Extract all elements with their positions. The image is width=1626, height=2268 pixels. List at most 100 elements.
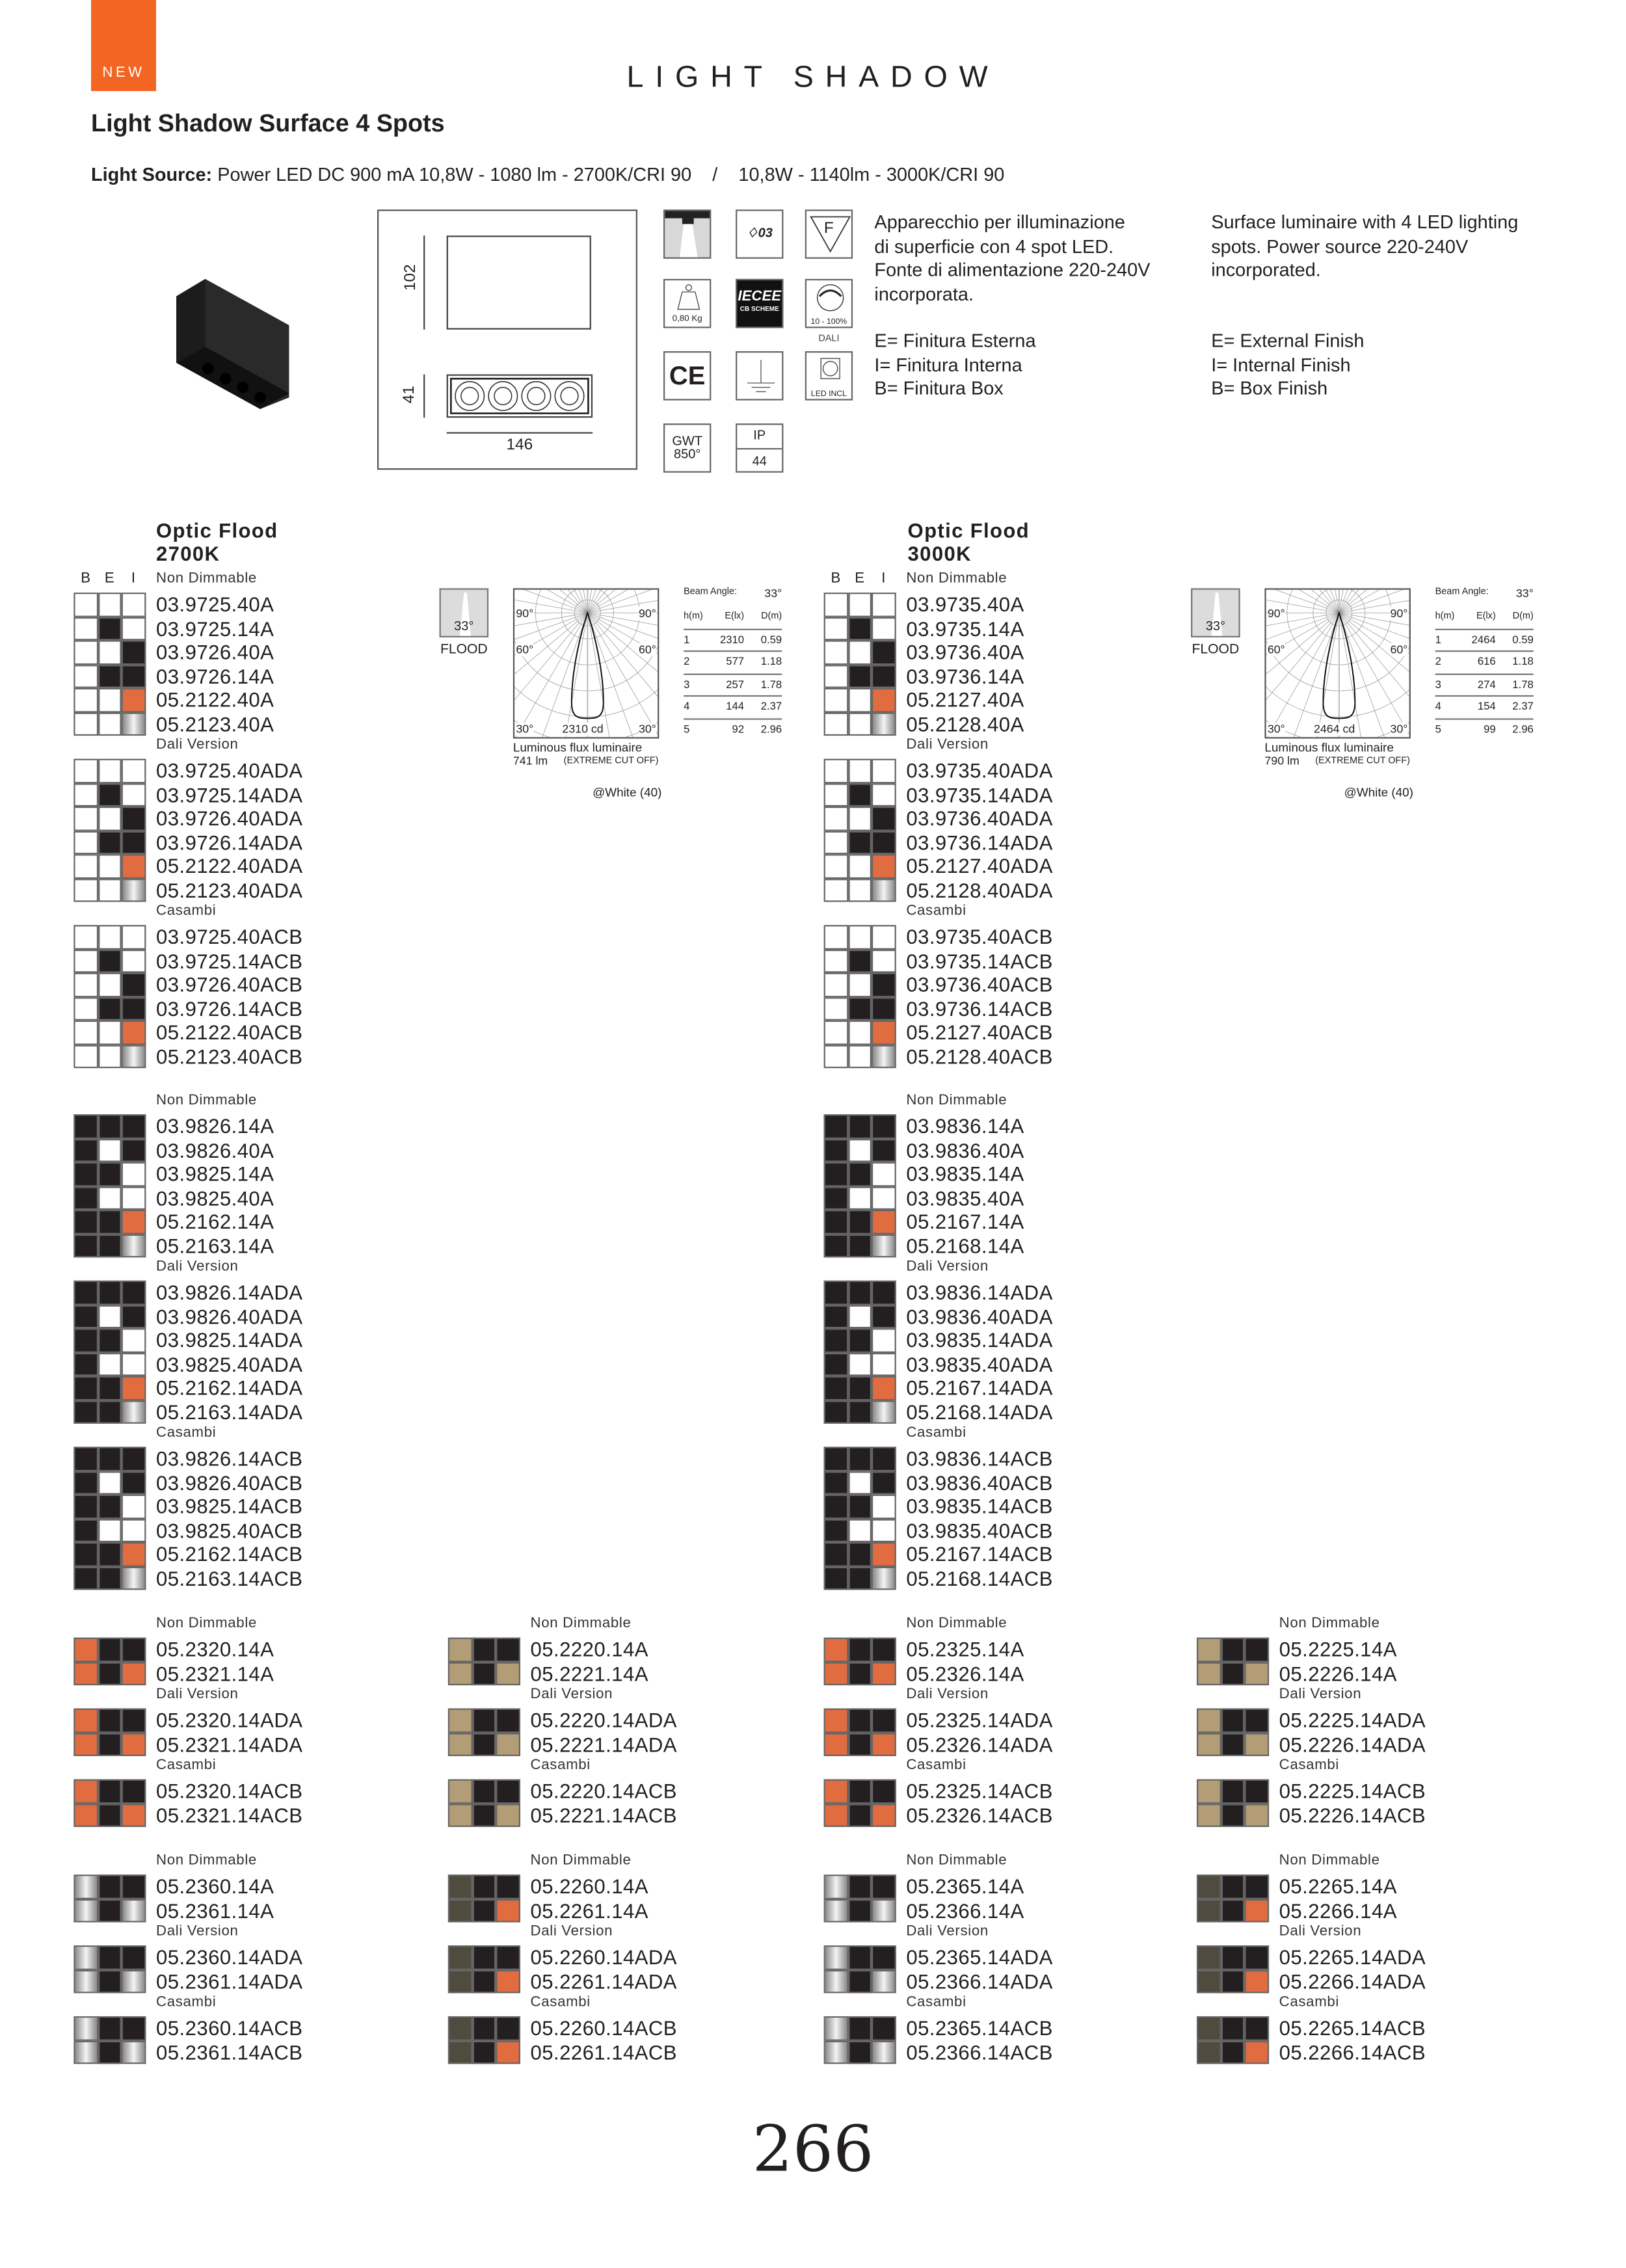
version-label: Dali Version <box>906 1259 989 1275</box>
finish-swatch <box>472 1969 496 1994</box>
product-row: 05.2325.14A <box>823 1637 1156 1662</box>
product-code: 05.2326.14ACB <box>906 1803 1053 1826</box>
product-code: 05.2320.14A <box>155 1637 274 1661</box>
version-label: Dali Version <box>155 737 239 753</box>
version-label: Non Dimmable <box>906 570 1007 587</box>
finish-swatch <box>847 1209 872 1234</box>
product-code: 03.9726.14ADA <box>155 830 303 854</box>
version-label: Non Dimmable <box>530 1852 632 1869</box>
ce-icon: CE <box>663 351 712 401</box>
polar-angle-label: 90° <box>638 607 656 620</box>
finish-swatch <box>121 877 146 902</box>
column-header: D(m) <box>761 611 782 622</box>
polar-spoke <box>1266 600 1339 613</box>
product-code: 05.2325.14ACB <box>906 1779 1053 1803</box>
finish-swatch <box>847 1969 872 1994</box>
finish-swatch <box>847 758 872 783</box>
product-code: 03.9726.14ACB <box>155 996 303 1020</box>
finish-swatch <box>1196 1779 1221 1804</box>
finish-swatch <box>823 1352 848 1376</box>
finish-swatch <box>847 1945 872 1969</box>
finish-swatch <box>847 1732 872 1756</box>
finish-swatch <box>871 1803 896 1827</box>
polar-spoke <box>1339 612 1409 639</box>
product-code: 03.9825.14A <box>155 1162 274 1186</box>
finish-swatch <box>871 1898 896 1923</box>
polar-spoke <box>514 612 588 656</box>
finish-swatch <box>447 1732 472 1756</box>
finish-swatch <box>823 1400 848 1424</box>
finish-swatch <box>823 664 848 688</box>
polar-spoke <box>587 613 610 738</box>
finish-swatch <box>73 758 98 783</box>
beam-type-icon <box>663 209 712 259</box>
column-header: h(m) <box>684 611 703 622</box>
finish-swatch <box>847 1518 872 1543</box>
version-label: Non Dimmable <box>155 1616 257 1632</box>
product-row: 03.9825.40ADA <box>73 1352 406 1376</box>
ip-label: IP <box>737 425 782 450</box>
polar-spoke <box>514 612 588 626</box>
version-label: Non Dimmable <box>1279 1852 1380 1869</box>
product-code: 05.2123.40ACB <box>155 1044 303 1068</box>
product-code: 03.9836.14A <box>906 1114 1024 1138</box>
product-row: 03.9726.14ACB <box>73 996 406 1021</box>
product-code: 05.2221.14ADA <box>530 1732 678 1755</box>
finish-swatch <box>1220 1661 1245 1686</box>
product-row: 05.2127.40A <box>823 687 1156 712</box>
finish-swatch <box>97 1162 122 1186</box>
product-row: 05.2168.14A <box>823 1233 1156 1258</box>
finish-swatch <box>847 1138 872 1162</box>
finish-swatch <box>97 1803 122 1827</box>
finish-swatch <box>847 782 872 807</box>
product-code: 05.2122.40ACB <box>155 1020 303 1044</box>
product-code: 03.9726.14A <box>155 664 274 687</box>
finish-swatch <box>73 1945 98 1969</box>
product-code: 05.2127.40ACB <box>906 1020 1053 1044</box>
finish-header-b: B <box>81 570 91 587</box>
product-code: 03.9736.40A <box>906 640 1024 663</box>
spots-outline <box>449 377 589 414</box>
product-row: 03.9725.14A <box>73 616 406 641</box>
product-row: 03.9826.14A <box>73 1114 406 1138</box>
polar-spoke <box>587 589 628 613</box>
product-code: 05.2320.14ACB <box>155 1779 303 1803</box>
finish-swatch <box>121 948 146 973</box>
beam-angle-row: Beam Angle:33° <box>1435 587 1534 607</box>
polar-grid <box>514 589 658 738</box>
dimmer-range: 10 - 100% <box>810 317 847 327</box>
beam-icon-label: FLOOD <box>440 641 488 658</box>
polar-spoke <box>1266 612 1340 656</box>
finish-swatch <box>97 687 122 712</box>
table-cell: 274 <box>1477 677 1496 691</box>
f-mark-label: F <box>823 219 834 237</box>
finish-swatch <box>73 925 98 949</box>
product-row: 05.2261.14A <box>447 1898 780 1923</box>
finish-swatch <box>823 616 848 641</box>
finish-swatch <box>121 1779 146 1804</box>
finish-swatch <box>871 877 896 902</box>
dali-label: DALI <box>818 334 840 344</box>
polar-spoke <box>1339 600 1409 613</box>
finish-swatch <box>1220 1803 1245 1827</box>
finish-swatch <box>97 1138 122 1162</box>
finish-swatch <box>121 1803 146 1827</box>
finish-swatch <box>847 1114 872 1138</box>
finish-swatch <box>871 1708 896 1733</box>
finish-swatch <box>121 1186 146 1210</box>
optic-title: Optic Flood <box>155 518 278 542</box>
height-dimension-line <box>423 235 425 330</box>
gwt-temp: 850° <box>673 446 701 461</box>
polar-diagram: 90°90°60°60°30°30°2310 cd <box>513 588 660 739</box>
ce-label: CE <box>669 361 706 390</box>
table-cell: 1 <box>684 632 690 646</box>
finish-swatch <box>73 1186 98 1210</box>
finish-swatch <box>823 2040 848 2064</box>
finish-swatch <box>97 1352 122 1376</box>
polar-spoke <box>546 589 588 613</box>
finish-swatch <box>97 640 122 665</box>
finish-swatch <box>1220 1779 1245 1804</box>
finish-swatch <box>73 1044 98 1069</box>
